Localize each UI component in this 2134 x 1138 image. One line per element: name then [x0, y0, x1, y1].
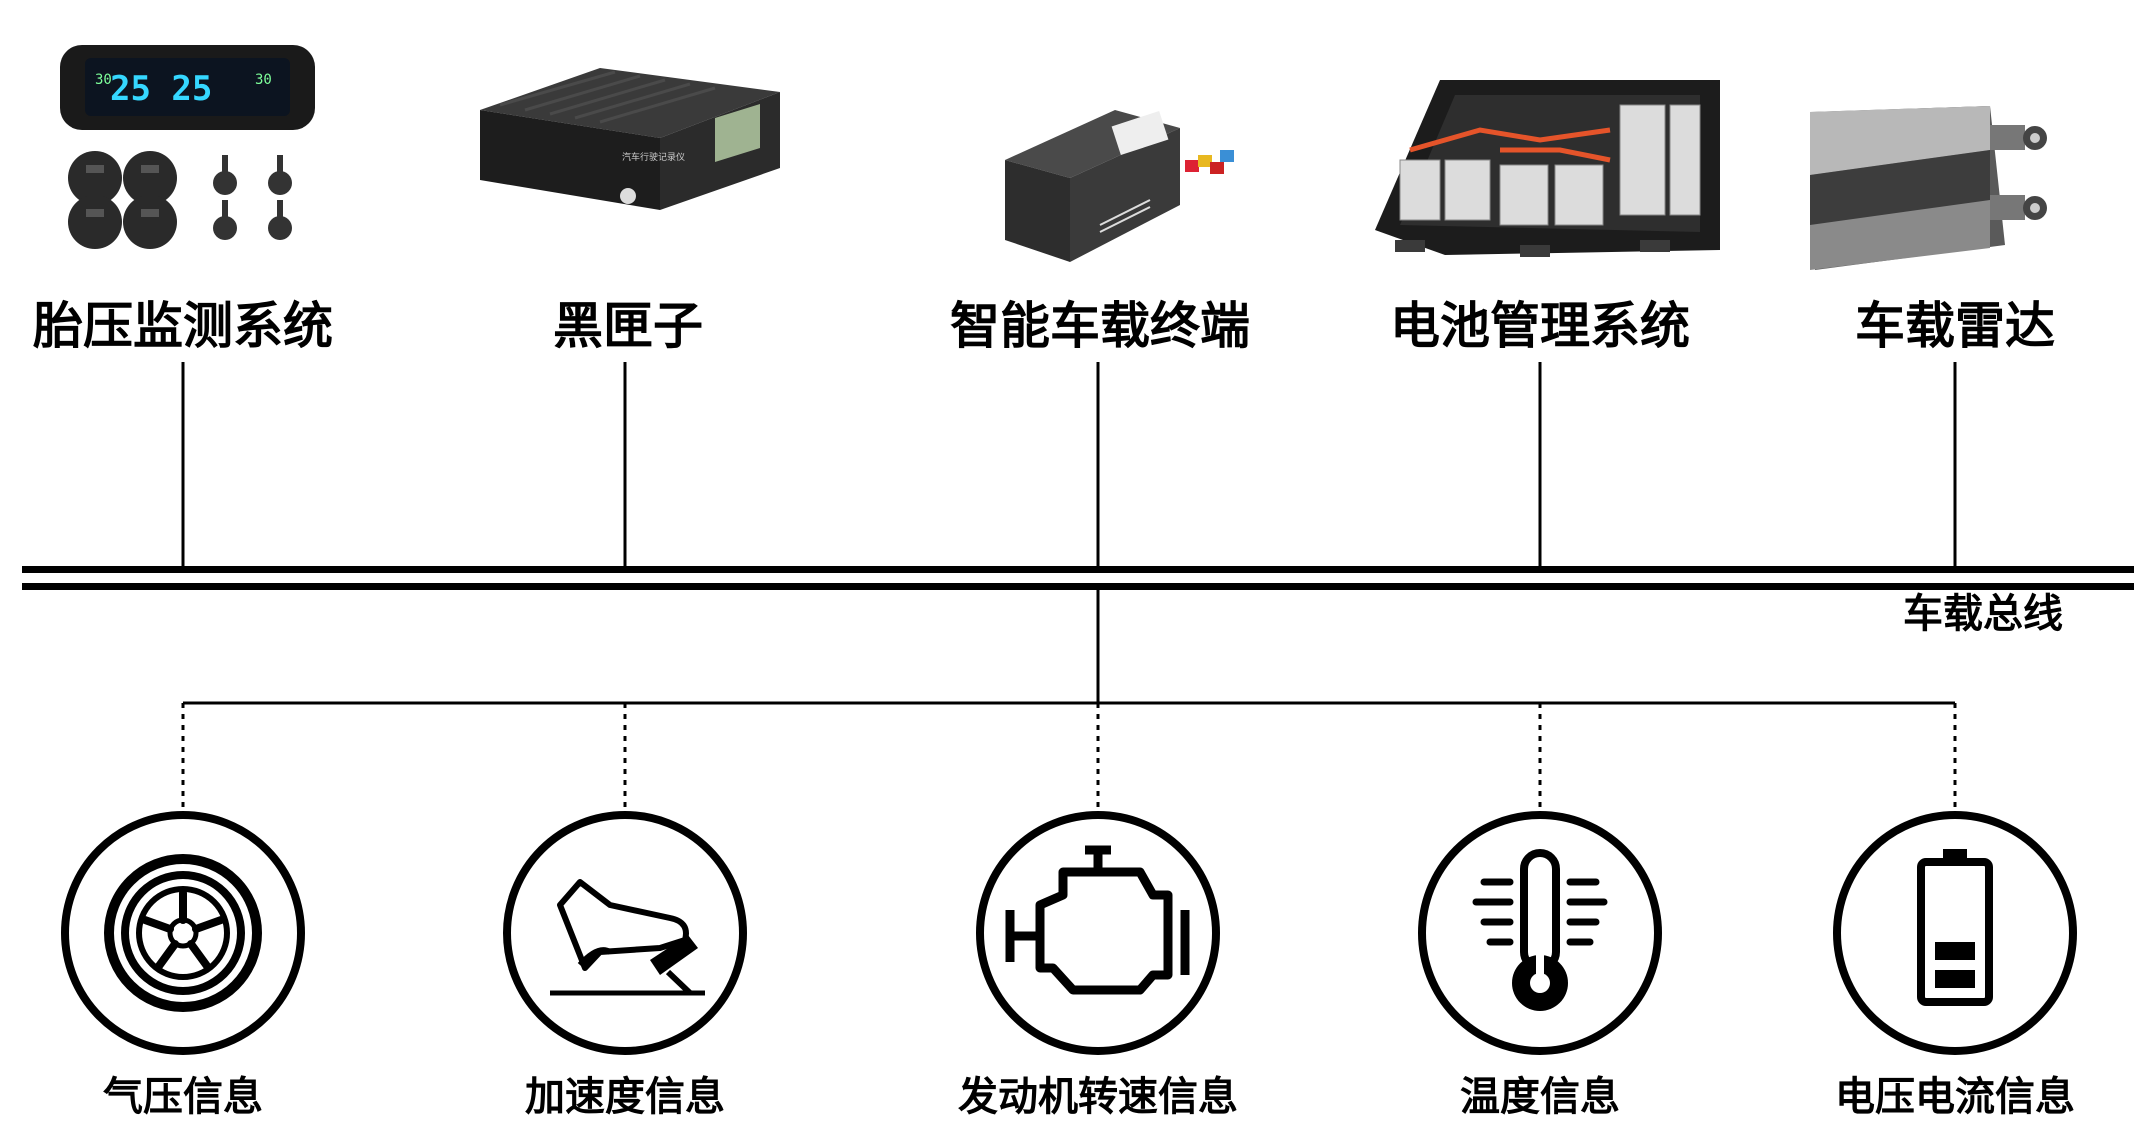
thermometer-icon [1418, 811, 1662, 1055]
tpms-device-image: 25 25 30 30 [60, 45, 315, 249]
device-label-tpms: 胎压监测系统 [33, 297, 333, 355]
svg-text:汽车行驶记录仪: 汽车行驶记录仪 [622, 151, 685, 163]
vehicle-bus [22, 566, 2134, 590]
battery-icon [1833, 811, 2077, 1055]
signal-label-voltage-current: 电压电流信息 [1835, 1074, 2075, 1120]
signal-label-acceleration: 加速度信息 [525, 1074, 725, 1120]
bus-label: 车载总线 [1903, 591, 2063, 637]
signal-label-engine-speed: 发动机转速信息 [958, 1074, 1238, 1120]
tpms-display-text: 25 25 [110, 69, 212, 109]
svg-text:30: 30 [255, 72, 272, 88]
battery-pack-image [1375, 80, 1720, 257]
device-label-terminal: 智能车载终端 [950, 297, 1250, 355]
pedal-icon [503, 811, 747, 1055]
signal-dotted-drops [181, 703, 1957, 812]
signal-label-temperature: 温度信息 [1460, 1074, 1620, 1120]
tire-icon [61, 811, 305, 1055]
device-label-black-box: 黑匣子 [553, 297, 703, 355]
signal-label-pressure: 气压信息 [103, 1074, 263, 1120]
device-connectors [181, 362, 1957, 570]
engine-icon [976, 811, 1220, 1055]
vehicle-terminal-image [1005, 110, 1234, 262]
device-label-bms: 电池管理系统 [1390, 297, 1690, 355]
device-label-radar: 车载雷达 [1855, 297, 2055, 355]
svg-text:30: 30 [95, 72, 112, 88]
radar-unit-image [1810, 106, 2047, 270]
black-box-recorder-image: 汽车行驶记录仪 [480, 68, 780, 210]
